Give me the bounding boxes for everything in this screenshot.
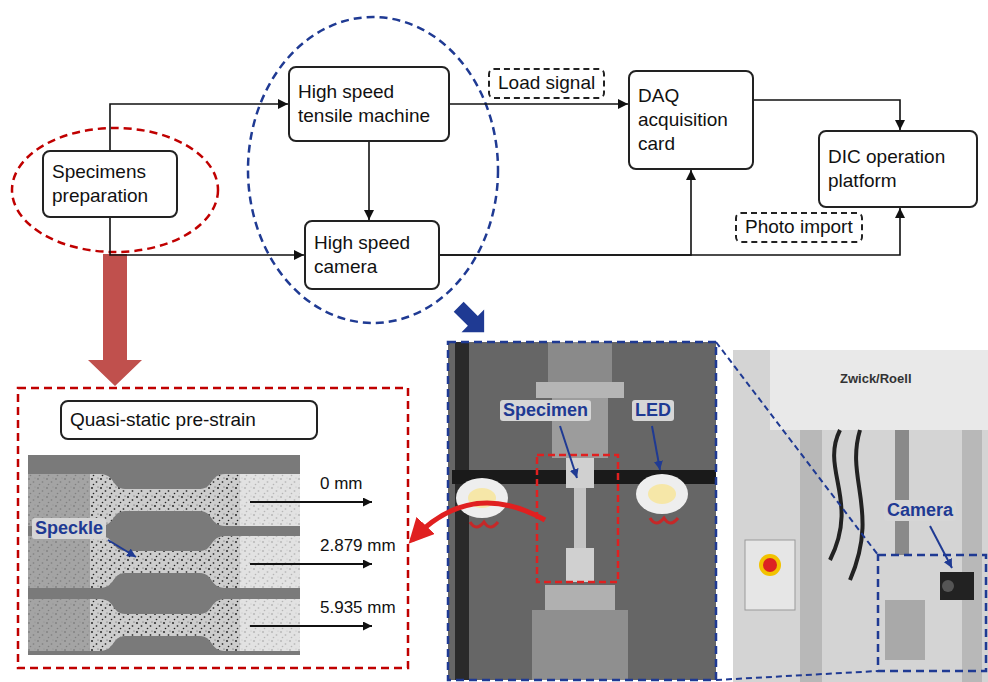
curved-arrow xyxy=(412,503,545,540)
grip-end xyxy=(28,599,90,651)
displacement-arrow xyxy=(250,563,372,565)
connector-arrow xyxy=(368,142,370,220)
displacement-arrow xyxy=(250,625,372,627)
process-box: DAQ acquisition card xyxy=(628,70,754,170)
machine-photo xyxy=(733,350,988,682)
dimension-label: 0 mm xyxy=(318,474,365,494)
led-lamp xyxy=(636,474,688,514)
crosshead xyxy=(770,350,988,430)
control-panel xyxy=(745,540,795,610)
box-text: Quasi-static pre-strain xyxy=(70,408,308,432)
block-arrow xyxy=(88,254,142,386)
zoom-frame xyxy=(878,555,986,671)
lower-fixture xyxy=(532,610,628,680)
led-lamp xyxy=(456,478,508,518)
camera-body xyxy=(940,572,974,600)
group-ellipse xyxy=(12,128,218,252)
process-box: DIC operation platform xyxy=(818,130,978,208)
panel-frame xyxy=(448,342,716,680)
upper-fixture xyxy=(536,382,624,398)
box-text: DIC operation platform xyxy=(828,145,968,193)
grip-end xyxy=(240,474,300,526)
emergency-button xyxy=(763,558,777,572)
callout-label: LED xyxy=(632,400,674,421)
piston-rod xyxy=(895,430,909,555)
wire xyxy=(470,522,498,527)
column xyxy=(800,430,822,682)
box-text: DAQ acquisition card xyxy=(638,84,744,155)
leader-line xyxy=(560,426,577,478)
signal-label: Photo import xyxy=(735,212,863,243)
callout-label: Specimen xyxy=(500,400,591,421)
camera-lens xyxy=(942,580,954,592)
connector-arrow xyxy=(754,100,900,130)
highlight-frame xyxy=(537,455,618,582)
photo-ground xyxy=(448,342,716,680)
specimen-grip xyxy=(566,458,594,488)
machine-photo xyxy=(448,342,716,680)
displacement-arrow xyxy=(250,501,372,503)
grip-end xyxy=(240,536,300,588)
fixture xyxy=(885,600,925,660)
dogbone-specimen xyxy=(28,536,300,588)
process-box: High speed tensile machine xyxy=(288,66,450,142)
panel-frame xyxy=(18,388,408,668)
callout-label: Camera xyxy=(884,500,956,521)
zoom-line xyxy=(716,671,878,680)
connector-arrow xyxy=(440,170,691,255)
block-arrow xyxy=(447,295,495,343)
brand-logo: Zwick/Roell xyxy=(838,372,914,387)
group-ellipse xyxy=(248,17,498,323)
box-text: High speed camera xyxy=(314,231,430,279)
connector-arrow xyxy=(110,104,288,150)
callout-label: Speckle xyxy=(32,518,106,539)
dimension-label: 5.935 mm xyxy=(318,598,398,618)
specimen-grip xyxy=(566,548,594,582)
load-cell xyxy=(548,342,612,382)
box-text: High speed tensile machine xyxy=(298,80,440,128)
cable xyxy=(850,430,863,580)
connector-arrow xyxy=(440,208,900,255)
wire xyxy=(650,518,678,523)
specimen xyxy=(574,488,586,548)
process-box: High speed camera xyxy=(304,220,440,290)
connector-arrow xyxy=(450,103,628,105)
leader-line xyxy=(108,540,136,557)
grip-end xyxy=(28,536,90,588)
step-box: Quasi-static pre-strain xyxy=(60,400,318,440)
leader-line xyxy=(930,526,952,568)
process-box: Specimens preparation xyxy=(42,150,178,218)
button-ring xyxy=(759,554,781,576)
block-arrow-shape xyxy=(447,295,495,343)
photo-ground xyxy=(733,350,988,682)
dimension-label: 2.879 mm xyxy=(318,536,398,556)
led-light xyxy=(648,484,676,504)
connector-arrow xyxy=(110,218,304,255)
lower-grip xyxy=(545,585,615,610)
leader-line xyxy=(652,426,660,470)
signal-label: Load signal xyxy=(488,68,605,99)
box-text: Specimens preparation xyxy=(52,160,168,208)
